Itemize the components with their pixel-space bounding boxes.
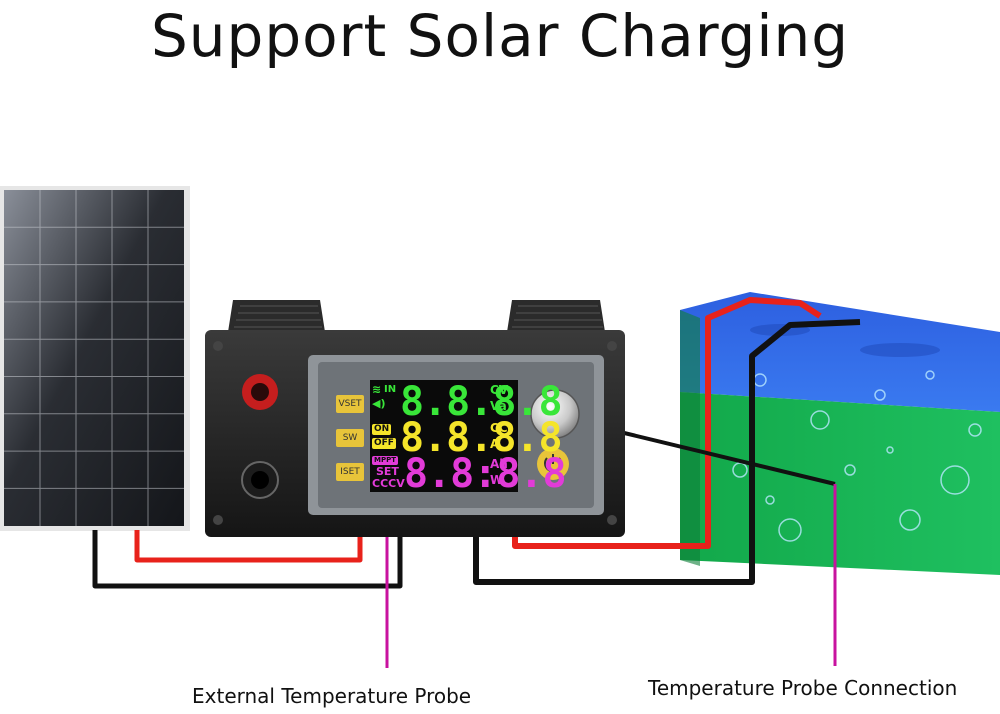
on-indicator: ON	[372, 424, 392, 435]
watt-unit: W	[490, 473, 504, 487]
wifi-icon: ≋	[372, 383, 382, 396]
external-probe-caption: External Temperature Probe	[192, 684, 472, 708]
cccv-indicator: CCCV	[372, 477, 405, 490]
cv-label: CV	[490, 383, 509, 397]
cc-label: CC	[490, 421, 508, 435]
voltage-readout: 8.8.8.8	[400, 379, 563, 425]
page-headline: Support Solar Charging	[150, 2, 850, 70]
sw-button[interactable]: SW	[336, 429, 364, 447]
rotary-knob-icon	[530, 389, 580, 439]
time-readout: 8.8:8.8	[404, 451, 567, 497]
set-indicator: SET	[376, 465, 399, 478]
probe-connection-caption: Temperature Probe Connection	[648, 676, 958, 700]
speaker-icon: ◀)	[372, 397, 386, 410]
off-indicator: OFF	[372, 438, 396, 449]
lcd-display: ≋ IN ◀) 8.8.8.8 CV Va ON OFF 8.8.8.8 CC …	[370, 380, 567, 494]
iset-button[interactable]: ISET	[336, 463, 364, 481]
volt-unit: Va	[490, 399, 507, 413]
battery-icon	[680, 292, 1000, 575]
amp-hour-unit: Ah	[490, 457, 508, 471]
current-readout: 8.8.8.8	[400, 415, 563, 461]
power-button-icon	[537, 448, 569, 480]
solar-panel-icon	[0, 186, 190, 531]
mppt-indicator: MPPT	[372, 456, 399, 465]
wiring	[92, 297, 861, 589]
vset-button[interactable]: VSET	[336, 395, 364, 413]
input-indicator: IN	[384, 384, 397, 395]
amp-unit: A	[490, 437, 500, 451]
